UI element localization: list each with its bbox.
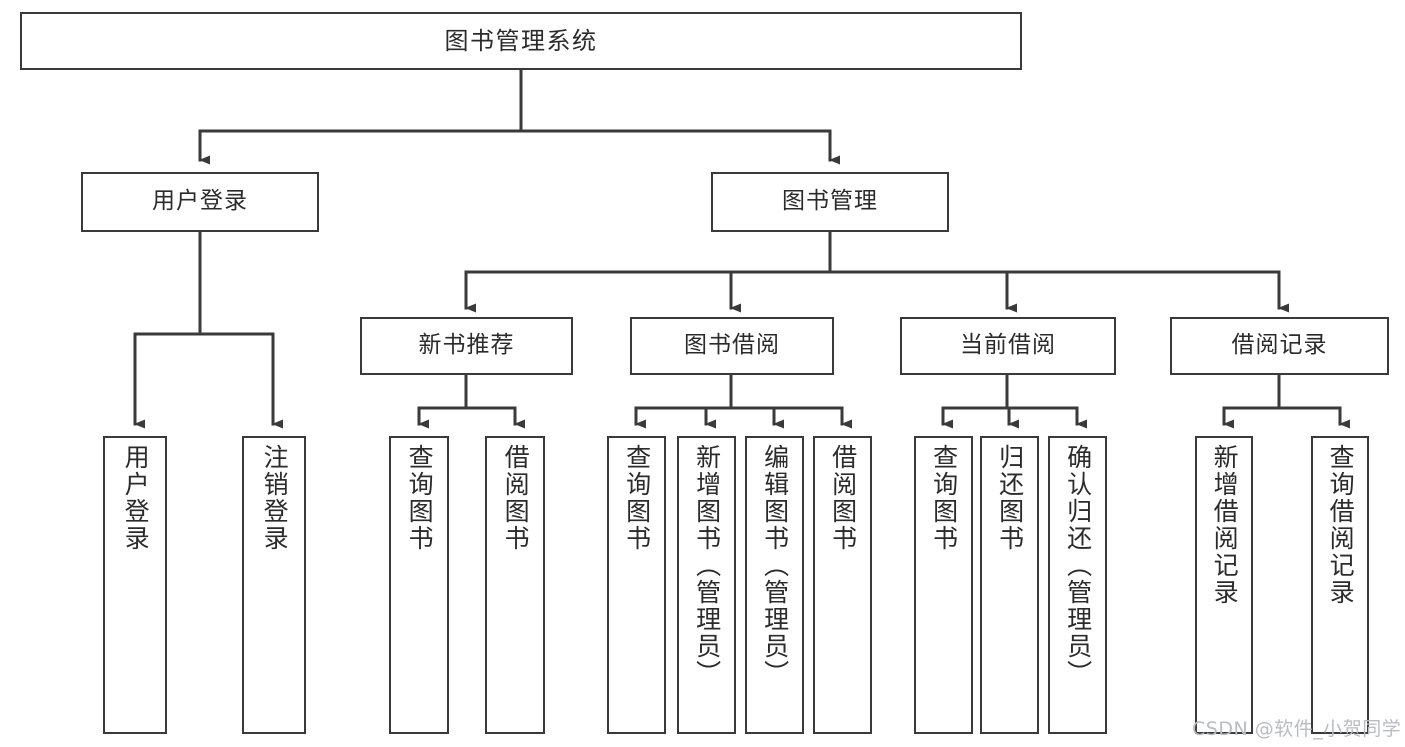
node-label: 新增图书（管理员） xyxy=(692,444,722,687)
node-label: 查询图书 xyxy=(622,444,652,552)
node-label: 查询图书 xyxy=(929,444,959,552)
node-borrow-record[interactable]: 借阅记录 xyxy=(1170,317,1389,375)
node-new-book-recommend[interactable]: 新书推荐 xyxy=(360,317,573,375)
node-label: 借阅图书 xyxy=(828,444,858,552)
leaf-query-borrow-record[interactable]: 查询借阅记录 xyxy=(1311,436,1369,734)
leaf-add-book-admin[interactable]: 新增图书（管理员） xyxy=(677,436,736,734)
leaf-query-book-current[interactable]: 查询图书 xyxy=(914,436,973,734)
leaf-query-book-borrow[interactable]: 查询图书 xyxy=(607,436,666,734)
leaf-borrow-book[interactable]: 借阅图书 xyxy=(813,436,872,734)
node-label: 图书管理 xyxy=(782,188,878,215)
node-label: 新书推荐 xyxy=(418,332,515,359)
node-label: 查询借阅记录 xyxy=(1326,444,1356,606)
leaf-confirm-return-admin[interactable]: 确认归还（管理员） xyxy=(1048,436,1107,734)
node-label: 注销登录 xyxy=(260,444,290,552)
node-current-borrow[interactable]: 当前借阅 xyxy=(900,317,1116,375)
node-label: 编辑图书（管理员） xyxy=(760,444,790,687)
node-book-management[interactable]: 图书管理 xyxy=(711,172,949,232)
node-label: 新增借阅记录 xyxy=(1210,444,1240,606)
node-root-system[interactable]: 图书管理系统 xyxy=(20,12,1022,70)
node-label: 用户登录 xyxy=(152,188,248,215)
leaf-borrow-book-recommend[interactable]: 借阅图书 xyxy=(485,436,545,734)
leaf-return-book[interactable]: 归还图书 xyxy=(980,436,1039,734)
node-label: 归还图书 xyxy=(995,444,1025,552)
node-label: 借阅记录 xyxy=(1231,332,1328,359)
node-label: 确认归还（管理员） xyxy=(1063,444,1093,687)
leaf-user-login[interactable]: 用户登录 xyxy=(103,436,167,734)
node-label: 图书管理系统 xyxy=(444,26,598,55)
leaf-edit-book-admin[interactable]: 编辑图书（管理员） xyxy=(745,436,804,734)
leaf-query-book-recommend[interactable]: 查询图书 xyxy=(389,436,449,734)
node-label: 查询图书 xyxy=(405,444,435,552)
node-user-login[interactable]: 用户登录 xyxy=(81,172,319,232)
leaf-logout[interactable]: 注销登录 xyxy=(242,436,306,734)
node-label: 用户登录 xyxy=(121,444,151,552)
leaf-add-borrow-record[interactable]: 新增借阅记录 xyxy=(1195,436,1253,734)
csdn-watermark: CSDN @软件_小贺同学 xyxy=(1192,718,1402,740)
node-book-borrow[interactable]: 图书借阅 xyxy=(630,317,834,375)
node-label: 借阅图书 xyxy=(501,444,531,552)
node-label: 当前借阅 xyxy=(960,332,1056,359)
node-label: 图书借阅 xyxy=(684,332,780,359)
